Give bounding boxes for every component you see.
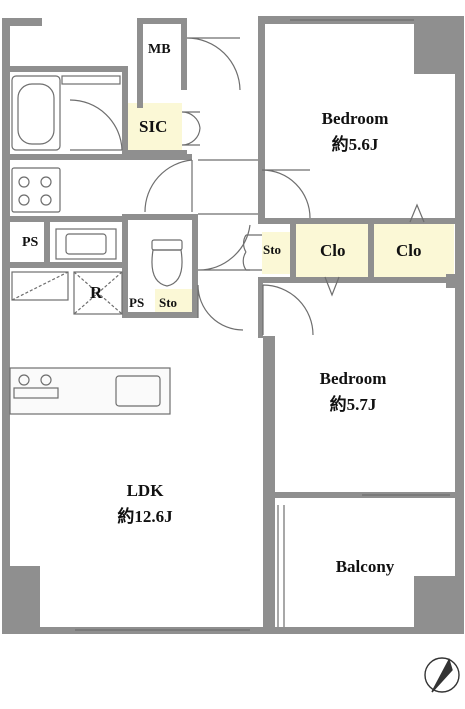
sic-label: SIC	[139, 117, 168, 136]
wall-ps-left	[44, 222, 50, 266]
door-wash	[144, 159, 193, 213]
door-clo2	[409, 203, 425, 223]
ps-left-label: PS	[22, 235, 39, 250]
wall-closet-top	[258, 218, 464, 224]
door-sto-hall	[242, 234, 262, 271]
balcony-name: Balcony	[335, 557, 395, 576]
mb-label: MB	[148, 42, 171, 57]
ldk-label: LDK 約12.6J	[90, 478, 200, 530]
north-arrow-icon	[424, 657, 460, 693]
wall-closet-divider1	[290, 218, 296, 282]
bathtub-icon	[11, 75, 61, 151]
clo1-label: Clo	[320, 241, 346, 260]
wall-toilet-top	[122, 214, 192, 220]
bedroom2-name: Bedroom	[319, 369, 387, 388]
balcony-label: Balcony	[310, 554, 420, 580]
clo2-label: Clo	[396, 241, 422, 260]
stove-icon	[11, 167, 61, 213]
wall-top-left	[2, 18, 42, 26]
door-bedroom1	[261, 169, 311, 219]
toilet-icon	[151, 239, 183, 287]
sto-toilet-fill	[155, 289, 192, 315]
wall-left	[2, 18, 10, 632]
bedroom1-size: 約5.6J	[331, 135, 379, 154]
bedroom1-name: Bedroom	[321, 109, 389, 128]
wall-toilet-right	[192, 214, 198, 318]
bath-shelf	[61, 75, 121, 85]
interior-walls	[2, 66, 464, 632]
kitchen-counter	[9, 367, 171, 415]
door-mb	[186, 37, 241, 91]
wall-closet-bottom	[258, 277, 464, 283]
wall-toilet-left	[122, 214, 128, 318]
wall-closet-divider2	[368, 218, 374, 282]
wall-mb-right	[181, 18, 187, 90]
doors	[69, 19, 450, 631]
pillar-bottom-right	[414, 576, 464, 634]
wall-sic-bottom	[127, 150, 187, 156]
washer-frame	[11, 271, 69, 301]
wall-hall-right	[258, 283, 263, 338]
hall-lines	[198, 159, 258, 215]
bedroom2-label: Bedroom 約5.7J	[298, 366, 408, 418]
wall-kitchen-top	[2, 262, 122, 268]
pillar-bottom-left	[2, 566, 40, 634]
sto-hall-label: Sto	[263, 242, 282, 257]
sto-hall-fill	[262, 232, 292, 274]
storage-fills	[127, 103, 454, 315]
wall-bedroom2-left	[263, 336, 275, 632]
door-bedroom2	[197, 284, 244, 331]
wall-bath-bottom	[2, 154, 192, 160]
door-sic	[181, 111, 201, 146]
ldk-size: 約12.6J	[117, 507, 173, 526]
wall-toilet-bottom	[122, 312, 198, 318]
fridge-frame	[73, 271, 123, 315]
pillar-top-right	[414, 16, 464, 74]
wall-mb-top	[137, 18, 187, 24]
refrigerator-label: R	[90, 283, 103, 302]
clo1-fill	[294, 222, 368, 277]
bedroom1-label: Bedroom 約5.6J	[300, 106, 410, 158]
fixtures	[9, 75, 183, 415]
wall-bath-right	[122, 66, 128, 160]
door-clo1	[324, 276, 340, 297]
ldk-name: LDK	[126, 481, 164, 500]
door-toilet	[197, 224, 251, 271]
sto-toilet-label: Sto	[159, 295, 178, 310]
door-bedroom2b	[262, 284, 314, 336]
clo2-fill	[374, 222, 454, 277]
bedroom2-size: 約5.7J	[329, 395, 377, 414]
wall-bedroom-left	[258, 16, 265, 222]
ps-toilet-label: PS	[129, 295, 145, 310]
sink-icon	[55, 228, 117, 260]
wall-mb-left	[137, 18, 143, 108]
wall-top-kitchen	[2, 66, 122, 72]
sic-fill	[127, 103, 182, 153]
wall-wash-bottom	[2, 216, 122, 222]
door-bath	[69, 99, 123, 151]
wall-right	[455, 16, 464, 634]
sliding-balcony	[277, 505, 285, 627]
